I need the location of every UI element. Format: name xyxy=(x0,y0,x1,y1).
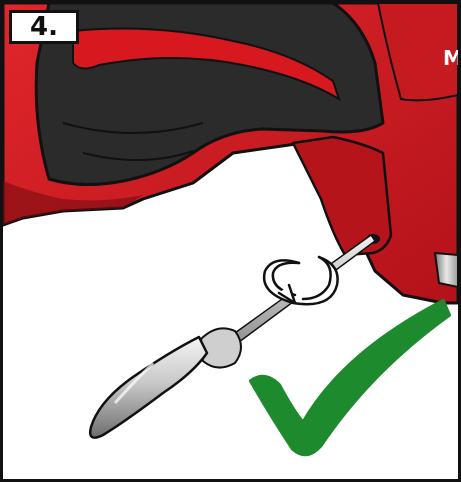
rotate-arrow-icon xyxy=(262,255,339,306)
tool-clip xyxy=(433,251,458,289)
screwdriver-handle xyxy=(89,335,209,439)
brand-letter: M xyxy=(443,46,458,70)
checkmark-icon xyxy=(249,299,451,457)
tool-illustration: M xyxy=(3,3,458,457)
screwdriver-collar xyxy=(199,327,242,369)
grip-red-stripe xyxy=(72,27,341,102)
battery-cover xyxy=(291,135,393,257)
lamp-head xyxy=(376,3,458,102)
step-number-badge: 4. xyxy=(9,10,79,44)
step-number: 4. xyxy=(30,12,58,42)
